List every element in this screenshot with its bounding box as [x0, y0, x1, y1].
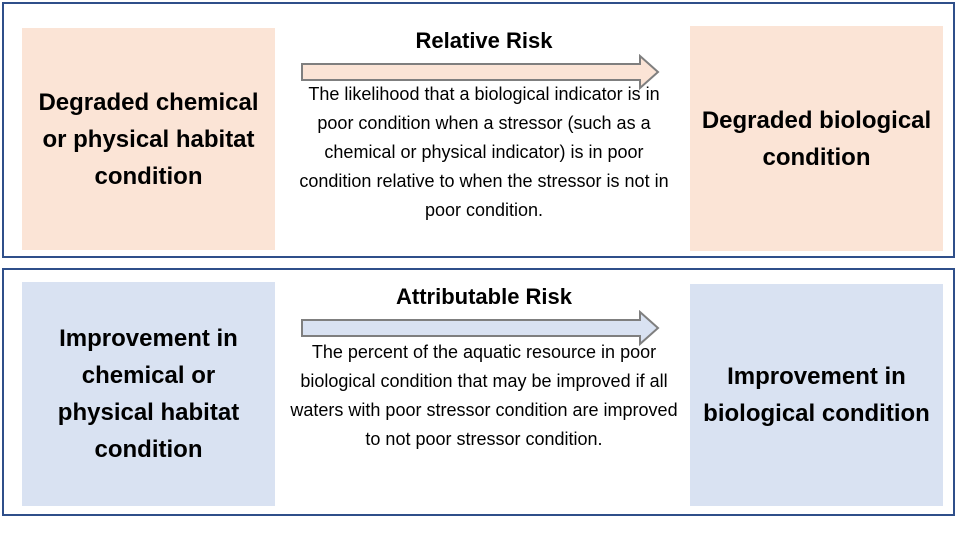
improvement-biological-box: Improvement in biological condition	[690, 284, 943, 506]
right-arrow-icon	[301, 54, 660, 90]
degraded-habitat-box: Degraded chemical or physical habitat co…	[22, 28, 275, 250]
improvement-biological-label: Improvement in biological condition	[703, 363, 930, 427]
degraded-biological-label: Degraded biological condition	[701, 106, 932, 171]
attributable-risk-panel: Improvement in chemical or physical habi…	[2, 268, 955, 516]
relative-risk-description: The likelihood that a biological indicat…	[299, 84, 669, 220]
attributable-risk-description: The percent of the aquatic resource in p…	[290, 342, 678, 449]
relative-risk-title: Relative Risk	[415, 28, 553, 53]
right-arrow-icon	[301, 310, 660, 346]
improvement-habitat-box: Improvement in chemical or physical habi…	[22, 282, 275, 506]
improvement-habitat-label: Improvement in chemical or physical habi…	[57, 325, 240, 463]
relative-risk-panel: Degraded chemical or physical habitat co…	[2, 2, 955, 258]
attributable-risk-title: Attributable Risk	[395, 284, 573, 309]
degraded-biological-box: Degraded biological condition	[690, 26, 943, 251]
degraded-habitat-label: Degraded chemical or physical habitat co…	[38, 88, 259, 190]
